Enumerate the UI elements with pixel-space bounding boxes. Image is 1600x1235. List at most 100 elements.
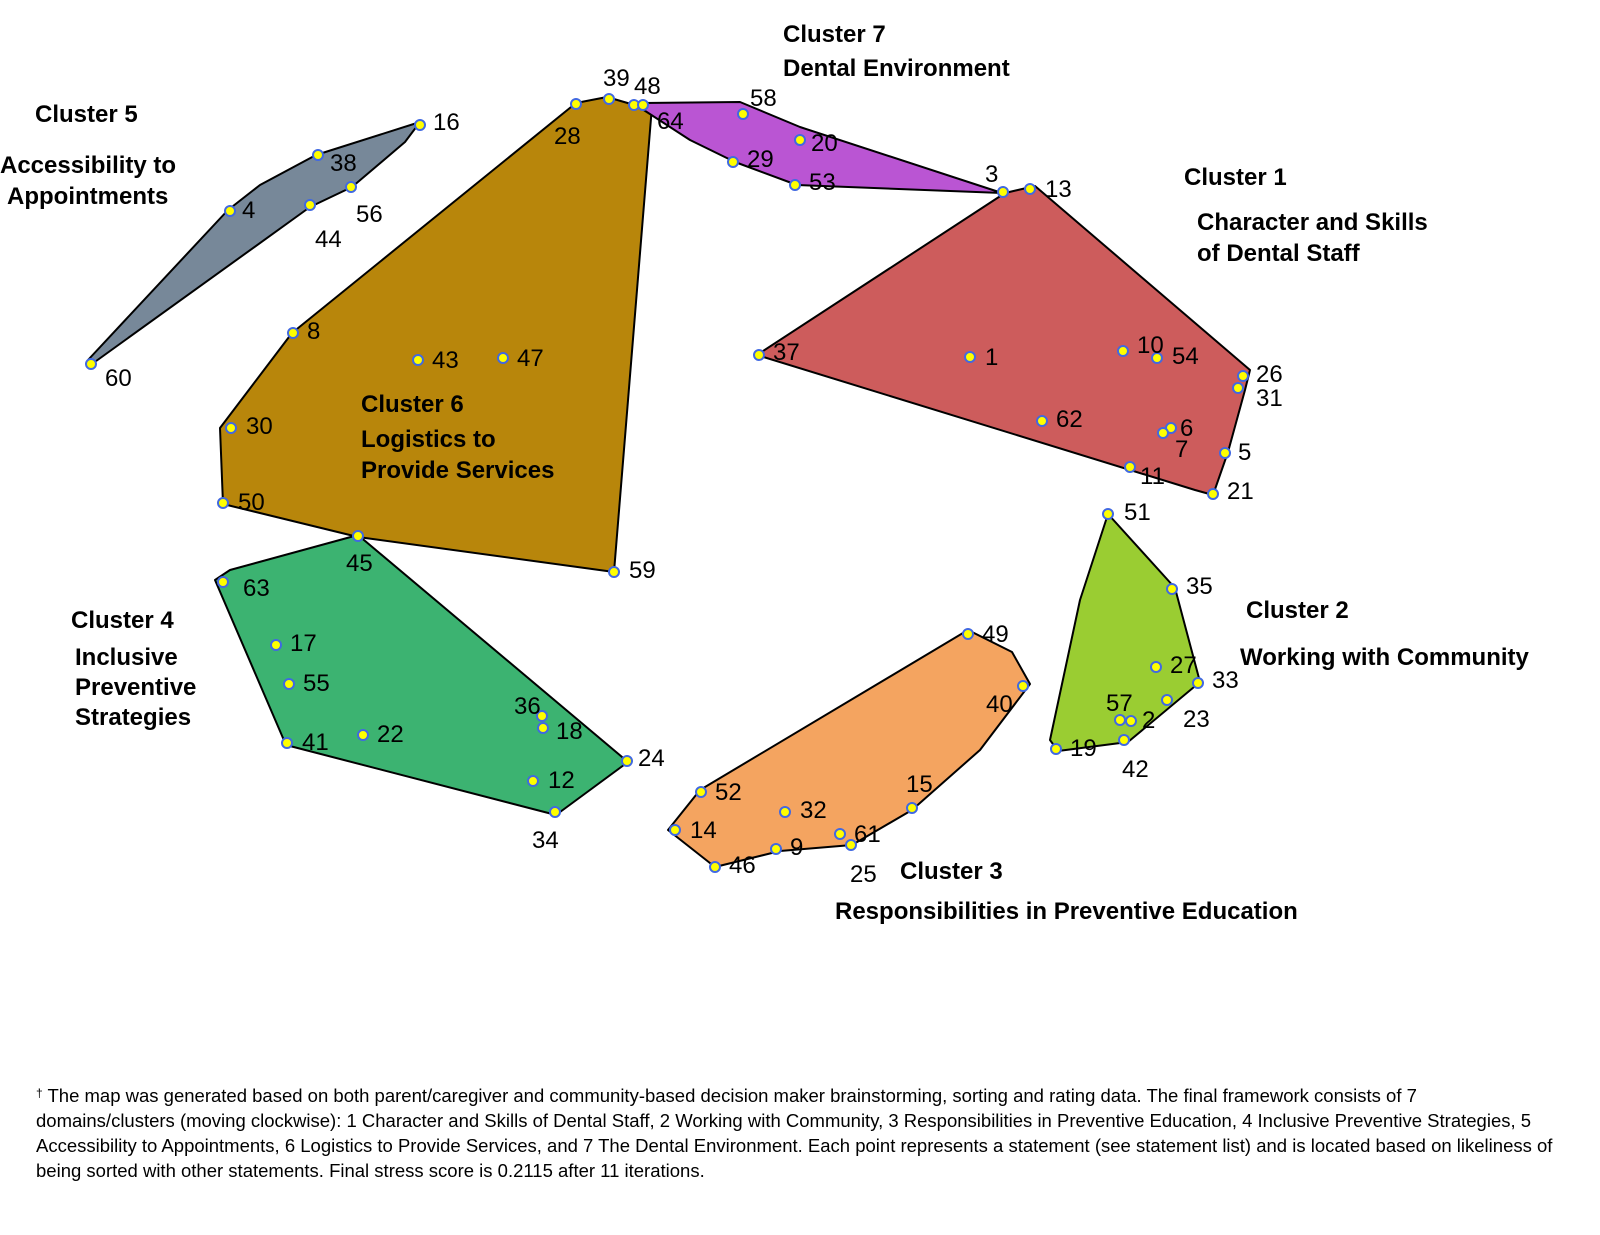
cluster-7-title: Cluster 7 bbox=[783, 21, 886, 48]
statement-label-9: 9 bbox=[790, 834, 803, 861]
statement-point-26 bbox=[1237, 370, 1249, 382]
statement-point-59 bbox=[608, 566, 620, 578]
statement-point-50 bbox=[217, 497, 229, 509]
statement-point-44 bbox=[304, 199, 316, 211]
cluster-5-name-line: Accessibility to bbox=[0, 152, 176, 179]
statement-label-1: 1 bbox=[985, 344, 998, 371]
statement-label-3: 3 bbox=[985, 161, 998, 188]
statement-label-20: 20 bbox=[811, 130, 838, 157]
footnote-dagger: † bbox=[36, 1086, 43, 1100]
statement-label-60: 60 bbox=[105, 365, 132, 392]
statement-label-5: 5 bbox=[1238, 439, 1251, 466]
statement-label-37: 37 bbox=[773, 339, 800, 366]
statement-label-22: 22 bbox=[377, 721, 404, 748]
statement-point-39 bbox=[603, 93, 615, 105]
statement-point-4 bbox=[224, 205, 236, 217]
statement-label-38: 38 bbox=[330, 150, 357, 177]
statement-label-51: 51 bbox=[1124, 499, 1151, 526]
statement-point-2 bbox=[1125, 715, 1137, 727]
statement-label-45: 45 bbox=[346, 550, 373, 577]
statement-label-21: 21 bbox=[1227, 478, 1254, 505]
statement-label-25: 25 bbox=[850, 861, 877, 888]
statement-label-17: 17 bbox=[290, 630, 317, 657]
cluster-5-title: Cluster 5 bbox=[35, 101, 138, 128]
statement-point-23 bbox=[1161, 694, 1173, 706]
statement-label-33: 33 bbox=[1212, 667, 1239, 694]
statement-point-61 bbox=[834, 828, 846, 840]
cluster-4-name-line: Inclusive bbox=[75, 644, 178, 671]
statement-label-14: 14 bbox=[690, 817, 717, 844]
statement-point-15 bbox=[906, 802, 918, 814]
cluster-6-name-line: Provide Services bbox=[361, 457, 554, 484]
statement-point-14 bbox=[669, 824, 681, 836]
statement-label-64: 64 bbox=[657, 108, 684, 135]
statement-label-7: 7 bbox=[1175, 436, 1188, 463]
statement-point-51 bbox=[1102, 508, 1114, 520]
statement-label-2: 2 bbox=[1142, 707, 1155, 734]
statement-point-22 bbox=[357, 729, 369, 741]
statement-label-6: 6 bbox=[1180, 415, 1193, 442]
statement-point-60 bbox=[85, 358, 97, 370]
statement-label-31: 31 bbox=[1256, 385, 1283, 412]
statement-label-36: 36 bbox=[514, 693, 541, 720]
statement-point-35 bbox=[1166, 583, 1178, 595]
statement-label-29: 29 bbox=[747, 146, 774, 173]
cluster-4-title: Cluster 4 bbox=[71, 607, 174, 634]
statement-label-53: 53 bbox=[809, 169, 836, 196]
statement-label-52: 52 bbox=[715, 779, 742, 806]
statement-point-40 bbox=[1017, 680, 1029, 692]
cluster-1-name-line: Character and Skills bbox=[1197, 209, 1428, 236]
cluster-3-polygon bbox=[667, 629, 1031, 868]
statement-point-30 bbox=[225, 422, 237, 434]
statement-point-8 bbox=[287, 327, 299, 339]
statement-label-40: 40 bbox=[986, 691, 1013, 718]
statement-point-34 bbox=[549, 806, 561, 818]
statement-point-46 bbox=[709, 861, 721, 873]
statement-point-56 bbox=[345, 181, 357, 193]
statement-point-20 bbox=[794, 134, 806, 146]
statement-label-18: 18 bbox=[556, 718, 583, 745]
concept-map: 1234567891011121314151617181920212223242… bbox=[0, 21, 1530, 925]
statement-label-19: 19 bbox=[1070, 735, 1097, 762]
statement-point-53 bbox=[789, 179, 801, 191]
statement-label-41: 41 bbox=[302, 729, 329, 756]
statement-label-48: 48 bbox=[634, 73, 661, 100]
statement-label-47: 47 bbox=[517, 345, 544, 372]
statement-point-27 bbox=[1150, 661, 1162, 673]
statement-point-41 bbox=[281, 737, 293, 749]
statement-point-16 bbox=[414, 119, 426, 131]
cluster-1-name-line: of Dental Staff bbox=[1197, 240, 1361, 267]
statement-point-28 bbox=[570, 98, 582, 110]
cluster-1-title: Cluster 1 bbox=[1184, 164, 1287, 191]
cluster-2-polygon bbox=[1049, 513, 1201, 752]
cluster-6-name-line: Logistics to bbox=[361, 426, 496, 453]
statement-label-43: 43 bbox=[432, 347, 459, 374]
statement-label-26: 26 bbox=[1256, 361, 1283, 388]
statement-label-16: 16 bbox=[433, 109, 460, 136]
statement-label-63: 63 bbox=[243, 575, 270, 602]
statement-point-47 bbox=[497, 352, 509, 364]
statement-point-17 bbox=[270, 639, 282, 651]
cluster-6-polygon bbox=[219, 96, 653, 573]
cluster-4-name-line: Preventive bbox=[75, 674, 196, 701]
statement-point-25 bbox=[845, 839, 857, 851]
statement-label-11: 11 bbox=[1140, 463, 1165, 490]
statement-label-34: 34 bbox=[532, 827, 559, 854]
statement-label-10: 10 bbox=[1137, 332, 1164, 359]
cluster-7-name-line: Dental Environment bbox=[783, 55, 1010, 82]
statement-point-55 bbox=[283, 678, 295, 690]
statement-point-43 bbox=[412, 354, 424, 366]
statement-label-62: 62 bbox=[1056, 406, 1083, 433]
statement-label-54: 54 bbox=[1172, 343, 1199, 370]
statement-point-49 bbox=[962, 628, 974, 640]
statement-label-42: 42 bbox=[1122, 756, 1149, 783]
statement-point-62 bbox=[1036, 415, 1048, 427]
cluster-2-title: Cluster 2 bbox=[1246, 597, 1349, 624]
statement-label-35: 35 bbox=[1186, 573, 1213, 600]
statement-label-59: 59 bbox=[629, 557, 656, 584]
statement-point-45 bbox=[352, 530, 364, 542]
statement-label-15: 15 bbox=[906, 771, 933, 798]
cluster-titles: Cluster 1 Character and Skills of Dental S… bbox=[0, 21, 1530, 925]
statement-point-57 bbox=[1114, 714, 1126, 726]
statement-label-27: 27 bbox=[1170, 652, 1197, 679]
